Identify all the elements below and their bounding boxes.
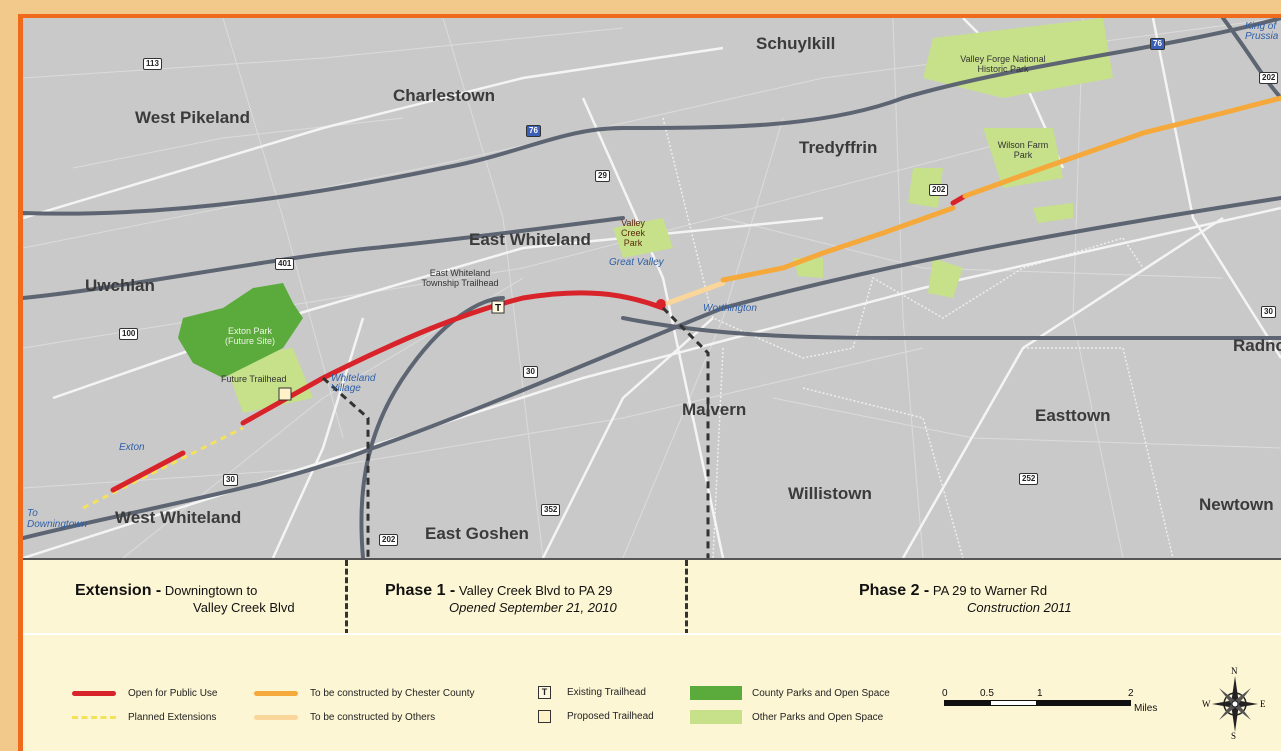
label-great-valley: Great Valley	[609, 257, 664, 268]
route-shield: 113	[143, 58, 162, 70]
route-shield: 100	[119, 328, 139, 340]
legend-open: Open for Public Use	[72, 688, 218, 699]
label-west-pikeland: West Pikeland	[135, 108, 250, 127]
legend-planned-swatch	[72, 716, 116, 719]
legend-others-built-swatch	[254, 715, 298, 720]
legend-county-parks-label: County Parks and Open Space	[752, 687, 890, 699]
phase-2-line1: PA 29 to Warner Rd	[932, 583, 1048, 598]
legend-other-parks: Other Parks and Open Space	[690, 710, 883, 724]
compass-w: W	[1202, 699, 1211, 709]
legend-others-built: To be constructed by Others	[254, 712, 435, 723]
legend-open-label: Open for Public Use	[128, 688, 218, 699]
label-future-trailhead: Future Trailhead	[221, 374, 287, 384]
legend-planned: Planned Extensions	[72, 712, 216, 723]
phase-extension: Extension - Downingtown to Valley Creek …	[75, 582, 295, 615]
legend-proposed-th-label: Proposed Trailhead	[567, 711, 654, 722]
label-malvern: Malvern	[682, 400, 747, 419]
compass-e: E	[1260, 699, 1266, 709]
label-schuylkill: Schuylkill	[756, 34, 836, 53]
phase-2-line2: Construction 2011	[967, 600, 1072, 615]
legend-other-parks-label: Other Parks and Open Space	[752, 711, 884, 723]
proposed-trailhead-icon	[538, 710, 551, 723]
phase-1-line2: Opened September 21, 2010	[449, 600, 617, 615]
legend-county-parks: County Parks and Open Space	[690, 686, 890, 700]
compass-rose-icon	[1212, 676, 1258, 732]
label-west-whiteland: West Whiteland	[115, 508, 242, 527]
label-newtown: Newtown	[1199, 495, 1274, 514]
legend-county-built: To be constructed by Chester County	[254, 688, 475, 699]
route-shield: 30	[523, 366, 538, 378]
label-willistown: Willistown	[788, 484, 872, 503]
phase-2-title: Phase 2 -	[859, 582, 930, 599]
map-canvas[interactable]: T Schuylkill Charlestown West Pikeland T…	[23, 18, 1281, 558]
map-svg: T	[23, 18, 1281, 558]
phase-extension-line2: Valley Creek Blvd	[193, 600, 295, 615]
phase-2: Phase 2 - PA 29 to Warner Rd Constructio…	[859, 582, 1072, 615]
route-shield: 30	[1261, 306, 1276, 318]
legend-county-built-swatch	[254, 691, 298, 696]
interstate-shield: 76	[1150, 38, 1165, 50]
label-uwchlan: Uwchlan	[85, 276, 155, 295]
label-ewt-trailhead: East Whiteland Township Trailhead	[421, 268, 499, 288]
compass-n: N	[1231, 666, 1238, 676]
phase-divider	[345, 560, 348, 635]
route-shield: 202	[1259, 72, 1279, 84]
legend-county-parks-swatch	[690, 686, 742, 700]
label-exton-park: Exton Park (Future Site)	[224, 326, 275, 346]
route-shield: 202	[379, 534, 399, 546]
legend-separator	[23, 633, 1281, 635]
svg-text:T: T	[495, 303, 501, 314]
legend-existing-th-label: Existing Trailhead	[567, 687, 646, 698]
phase-divider	[685, 560, 688, 635]
scale-tick-2: 2	[1128, 688, 1134, 699]
scale-tick-0: 0	[942, 688, 948, 699]
label-to-downingtown: To Downingtown	[27, 508, 88, 530]
legend-others-built-label: To be constructed by Others	[310, 712, 436, 723]
route-shield: 252	[1019, 473, 1039, 485]
legend-other-parks-swatch	[690, 710, 742, 724]
label-valley-creek-park: Valley Creek Park	[620, 218, 645, 248]
legend-open-swatch	[72, 691, 116, 696]
scale-tick-1: 1	[1037, 688, 1043, 699]
label-wilson-farm: Wilson Farm Park	[997, 140, 1049, 160]
label-exton: Exton	[119, 442, 145, 453]
label-whiteland-village: Whiteland Village	[331, 373, 376, 394]
route-shield: 202	[929, 184, 949, 196]
label-king-of-prussia: King of Prussia	[1245, 21, 1279, 42]
interstate-shield: 76	[526, 125, 541, 137]
label-tredyffrin: Tredyffrin	[799, 138, 878, 157]
label-radnor: Radnc	[1233, 336, 1281, 355]
trailhead-icon: T	[538, 686, 551, 699]
phase-band: Extension - Downingtown to Valley Creek …	[23, 558, 1281, 635]
legend-planned-label: Planned Extensions	[128, 712, 217, 723]
legend-existing-trailhead: T Existing Trailhead	[538, 686, 646, 699]
label-charlestown: Charlestown	[393, 86, 496, 105]
phase-1: Phase 1 - Valley Creek Blvd to PA 29 Ope…	[385, 582, 617, 615]
scale-tick-05: 0.5	[980, 688, 994, 699]
route-shield: 29	[595, 170, 610, 182]
phase-1-line1: Valley Creek Blvd to PA 29	[458, 583, 613, 598]
label-worthington: Worthington	[703, 303, 757, 314]
scale-unit: Miles	[1134, 703, 1158, 714]
label-east-goshen: East Goshen	[425, 524, 529, 543]
legend-proposed-trailhead: Proposed Trailhead	[538, 710, 654, 723]
legend	[23, 633, 1281, 751]
route-shield: 401	[275, 258, 295, 270]
phase-extension-line1: Downingtown to	[164, 583, 258, 598]
legend-county-built-label: To be constructed by Chester County	[310, 688, 475, 699]
compass-s: S	[1231, 731, 1237, 741]
label-easttown: Easttown	[1035, 406, 1111, 425]
label-valley-forge: Valley Forge National Historic Park	[960, 54, 1046, 74]
phase-extension-title: Extension -	[75, 582, 162, 599]
route-shield: 352	[541, 504, 561, 516]
route-shield: 30	[223, 474, 238, 486]
phase-1-title: Phase 1 -	[385, 582, 456, 599]
label-east-whiteland: East Whiteland	[469, 230, 591, 249]
scale-bar	[944, 700, 1132, 708]
